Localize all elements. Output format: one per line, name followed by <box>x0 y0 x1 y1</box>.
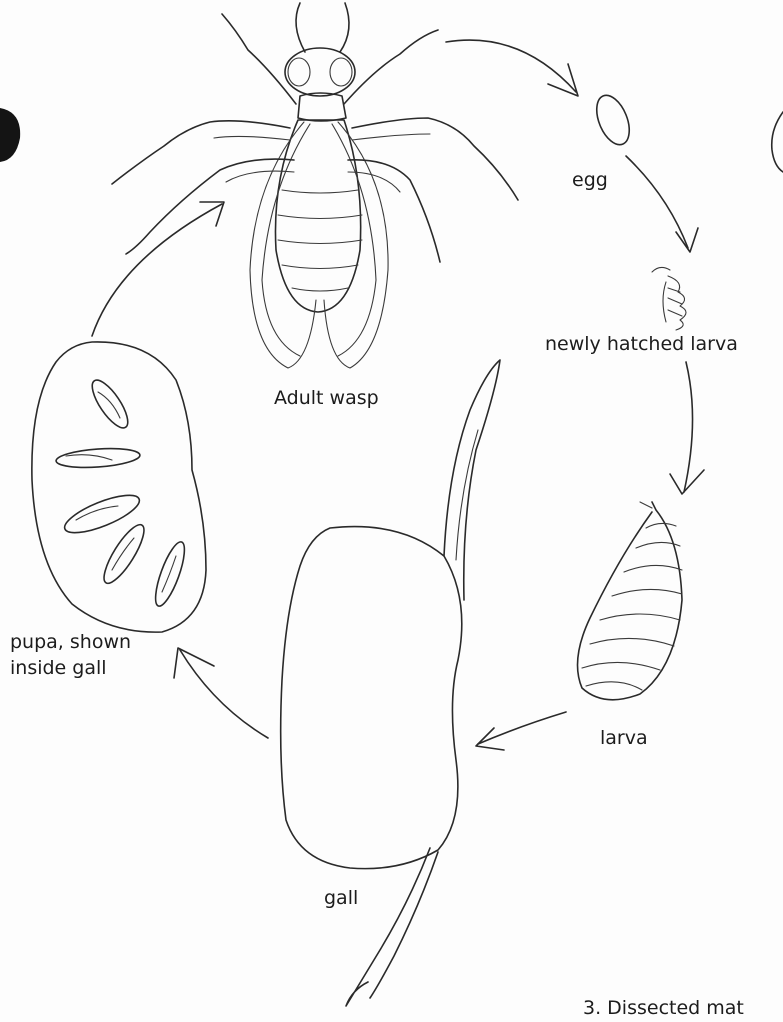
larva-illustration <box>578 502 683 700</box>
gall-illustration <box>281 360 500 1006</box>
arrow-gall-to-pupa <box>174 648 268 738</box>
arrow-pupa-to-wasp <box>92 202 224 336</box>
pupa-label-line2: inside gall <box>10 656 107 680</box>
egg-illustration <box>590 91 635 150</box>
footer-caption: 3. Dissected mat <box>583 996 744 1020</box>
adult-wasp-label: Adult wasp <box>274 386 379 410</box>
larva-label: larva <box>600 726 648 750</box>
newly-hatched-larva-label: newly hatched larva <box>545 332 738 356</box>
pupa-label-line1: pupa, shown <box>10 630 131 654</box>
pupa-gall-illustration <box>32 342 206 632</box>
right-edge-arc <box>772 112 783 172</box>
egg-label: egg <box>572 168 608 192</box>
arrow-wasp-to-egg <box>446 40 578 96</box>
gall-label: gall <box>324 886 358 910</box>
arrow-larva-to-gall <box>476 712 566 750</box>
arrow-hatchling-to-larva <box>670 362 704 494</box>
punch-hole-mark <box>0 108 20 162</box>
adult-wasp-illustration <box>112 3 518 368</box>
arrow-egg-to-hatchling <box>626 156 698 252</box>
newly-hatched-larva-illustration <box>652 267 686 330</box>
